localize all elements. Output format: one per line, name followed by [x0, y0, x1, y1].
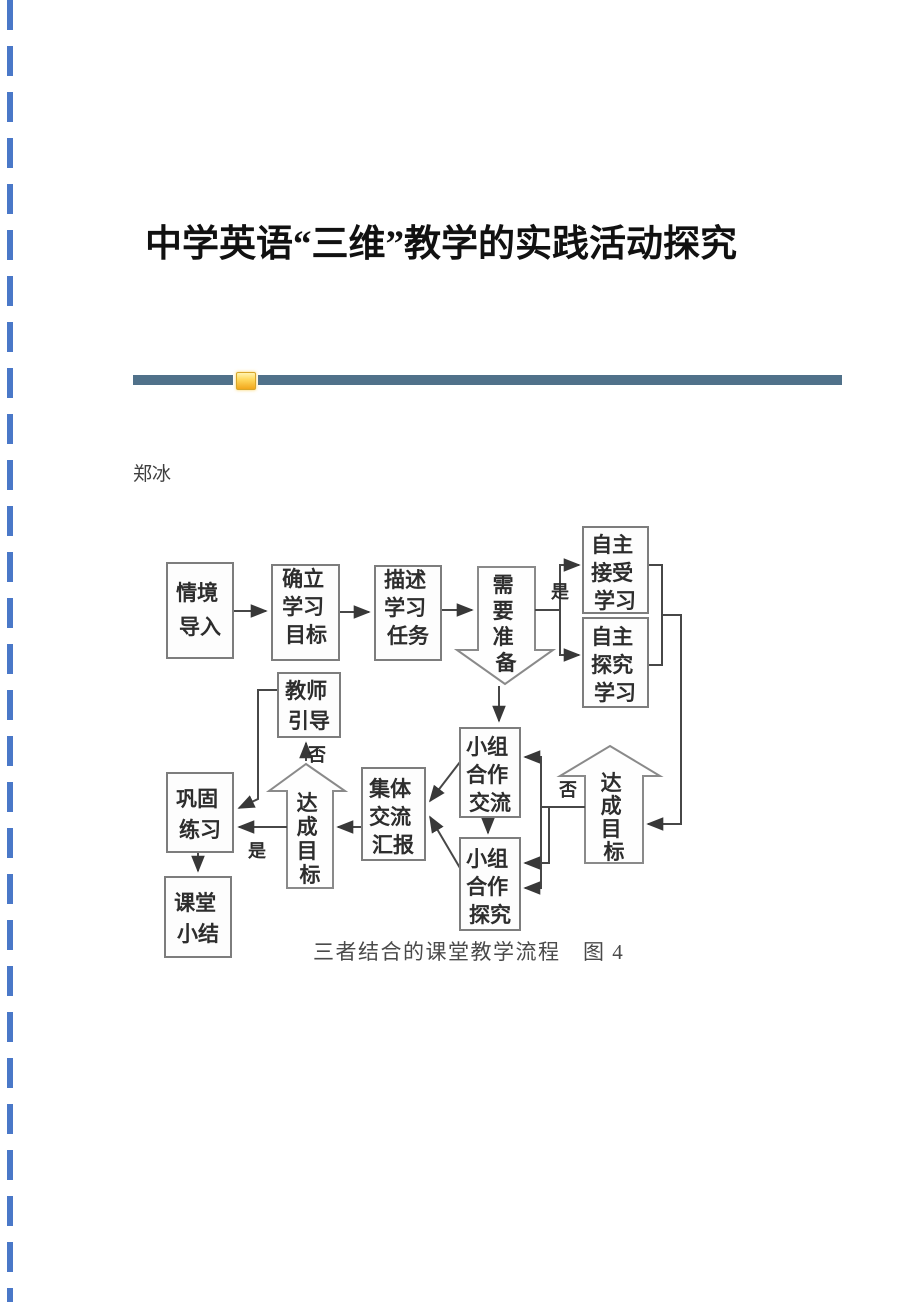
figure-caption: 三者结合的课堂教学流程 图 4: [313, 940, 625, 964]
flowchart-box-zizhu-jieshou: 自主 接受 学习: [582, 526, 649, 614]
author-name: 郑冰: [133, 464, 172, 485]
label-no-to-teacher: 否: [307, 745, 326, 765]
flowchart-box-queli: 确立 学习 目标: [271, 564, 340, 661]
flowchart-box-ketang: 课堂 小结: [164, 876, 232, 958]
label-yes-branch: 是: [550, 582, 569, 602]
need-prepare-label: 需 要 准 备: [493, 574, 520, 675]
flowchart-box-jiti: 集体 交流 汇报: [361, 767, 426, 861]
flowchart-box-gonggu: 巩固 练习: [166, 772, 234, 853]
divider-bar-right: [258, 375, 842, 385]
goal-left-label: 达 成 目 标: [297, 792, 324, 887]
svg-text:教师 引导: 教师 引导: [285, 679, 333, 733]
fat-arrow-need-prepare: 需 要 准 备: [453, 566, 557, 686]
svg-text:自主 探究 学习: 自主 探究 学习: [591, 625, 639, 705]
flowchart-box-jiaoshi: 教师 引导: [277, 672, 341, 738]
flowchart-box-xiaozu-jiaoliu: 小组 合作 交流: [459, 727, 521, 818]
flowchart-box-miaoshu: 描述 学习 任务: [374, 565, 442, 661]
svg-text:描述 学习 任务: 描述 学习 任务: [384, 569, 432, 648]
label-no-retry: 否: [558, 780, 577, 800]
svg-text:确立 学习 目标: 确立 学习 目标: [282, 567, 330, 647]
flowchart-box-qingjing: 情境 导入: [166, 562, 234, 659]
page-title: 中学英语“三维”教学的实践活动探究: [145, 224, 737, 265]
section-divider: [0, 371, 920, 393]
flow-connectors: [191, 558, 682, 895]
svg-text:自主 接受 学习: 自主 接受 学习: [591, 533, 639, 613]
fat-arrow-goal-right: 达 成 目 标: [556, 744, 664, 864]
yellow-marker-icon: [236, 372, 256, 390]
svg-text:小组 合作 探究: 小组 合作 探究: [466, 847, 514, 927]
svg-text:小组 合作 交流: 小组 合作 交流: [466, 735, 514, 815]
goal-right-label: 达 成 目 标: [601, 772, 628, 864]
svg-text:集体 交流 汇报: 集体 交流 汇报: [368, 777, 417, 857]
svg-text:巩固 练习: 巩固 练习: [176, 788, 224, 842]
label-yes-to-practice: 是: [247, 841, 266, 861]
svg-text:课堂 小结: 课堂 小结: [174, 891, 222, 946]
flowchart-box-zizhu-tanjiu: 自主 探究 学习: [582, 617, 649, 708]
flowchart-box-xiaozu-tanjiu: 小组 合作 探究: [459, 837, 521, 931]
svg-text:情境 导入: 情境 导入: [176, 581, 224, 639]
divider-bar-left: [133, 375, 233, 385]
fat-arrow-goal-left: 达 成 目 标: [265, 762, 349, 889]
